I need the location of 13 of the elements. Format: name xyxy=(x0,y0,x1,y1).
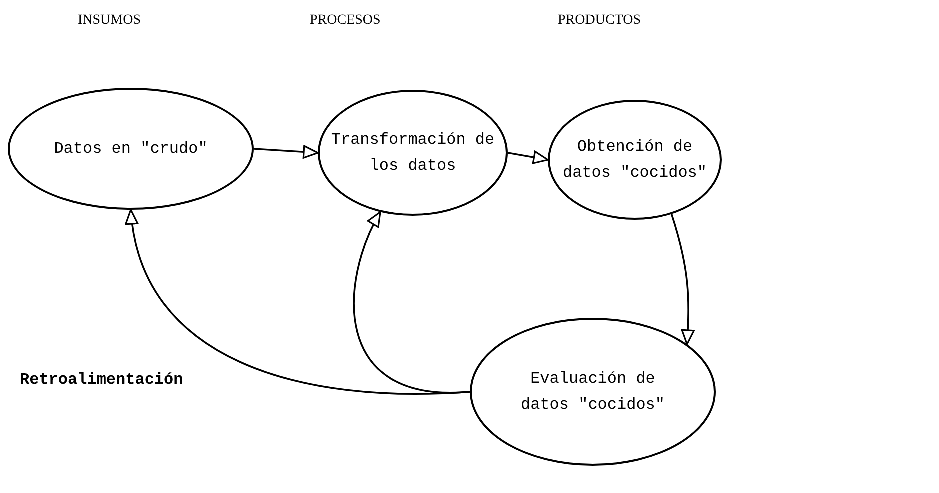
feedback-label: Retroalimentación xyxy=(20,370,184,391)
node-text: Evaluación de datos "cocidos" xyxy=(520,369,666,416)
column-heading: PRODUCTOS xyxy=(558,12,641,30)
arrow xyxy=(670,214,695,346)
node-text: Datos en "crudo" xyxy=(54,139,208,160)
column-heading: PROCESOS xyxy=(310,12,381,30)
arrow xyxy=(254,145,319,159)
column-heading: INSUMOS xyxy=(78,12,142,30)
node-text: Transformación de los datos xyxy=(330,130,496,177)
arrow xyxy=(126,209,470,395)
arrow xyxy=(508,150,549,164)
node-text: Obtención de datos "cocidos" xyxy=(562,137,708,184)
arrow xyxy=(354,211,470,394)
